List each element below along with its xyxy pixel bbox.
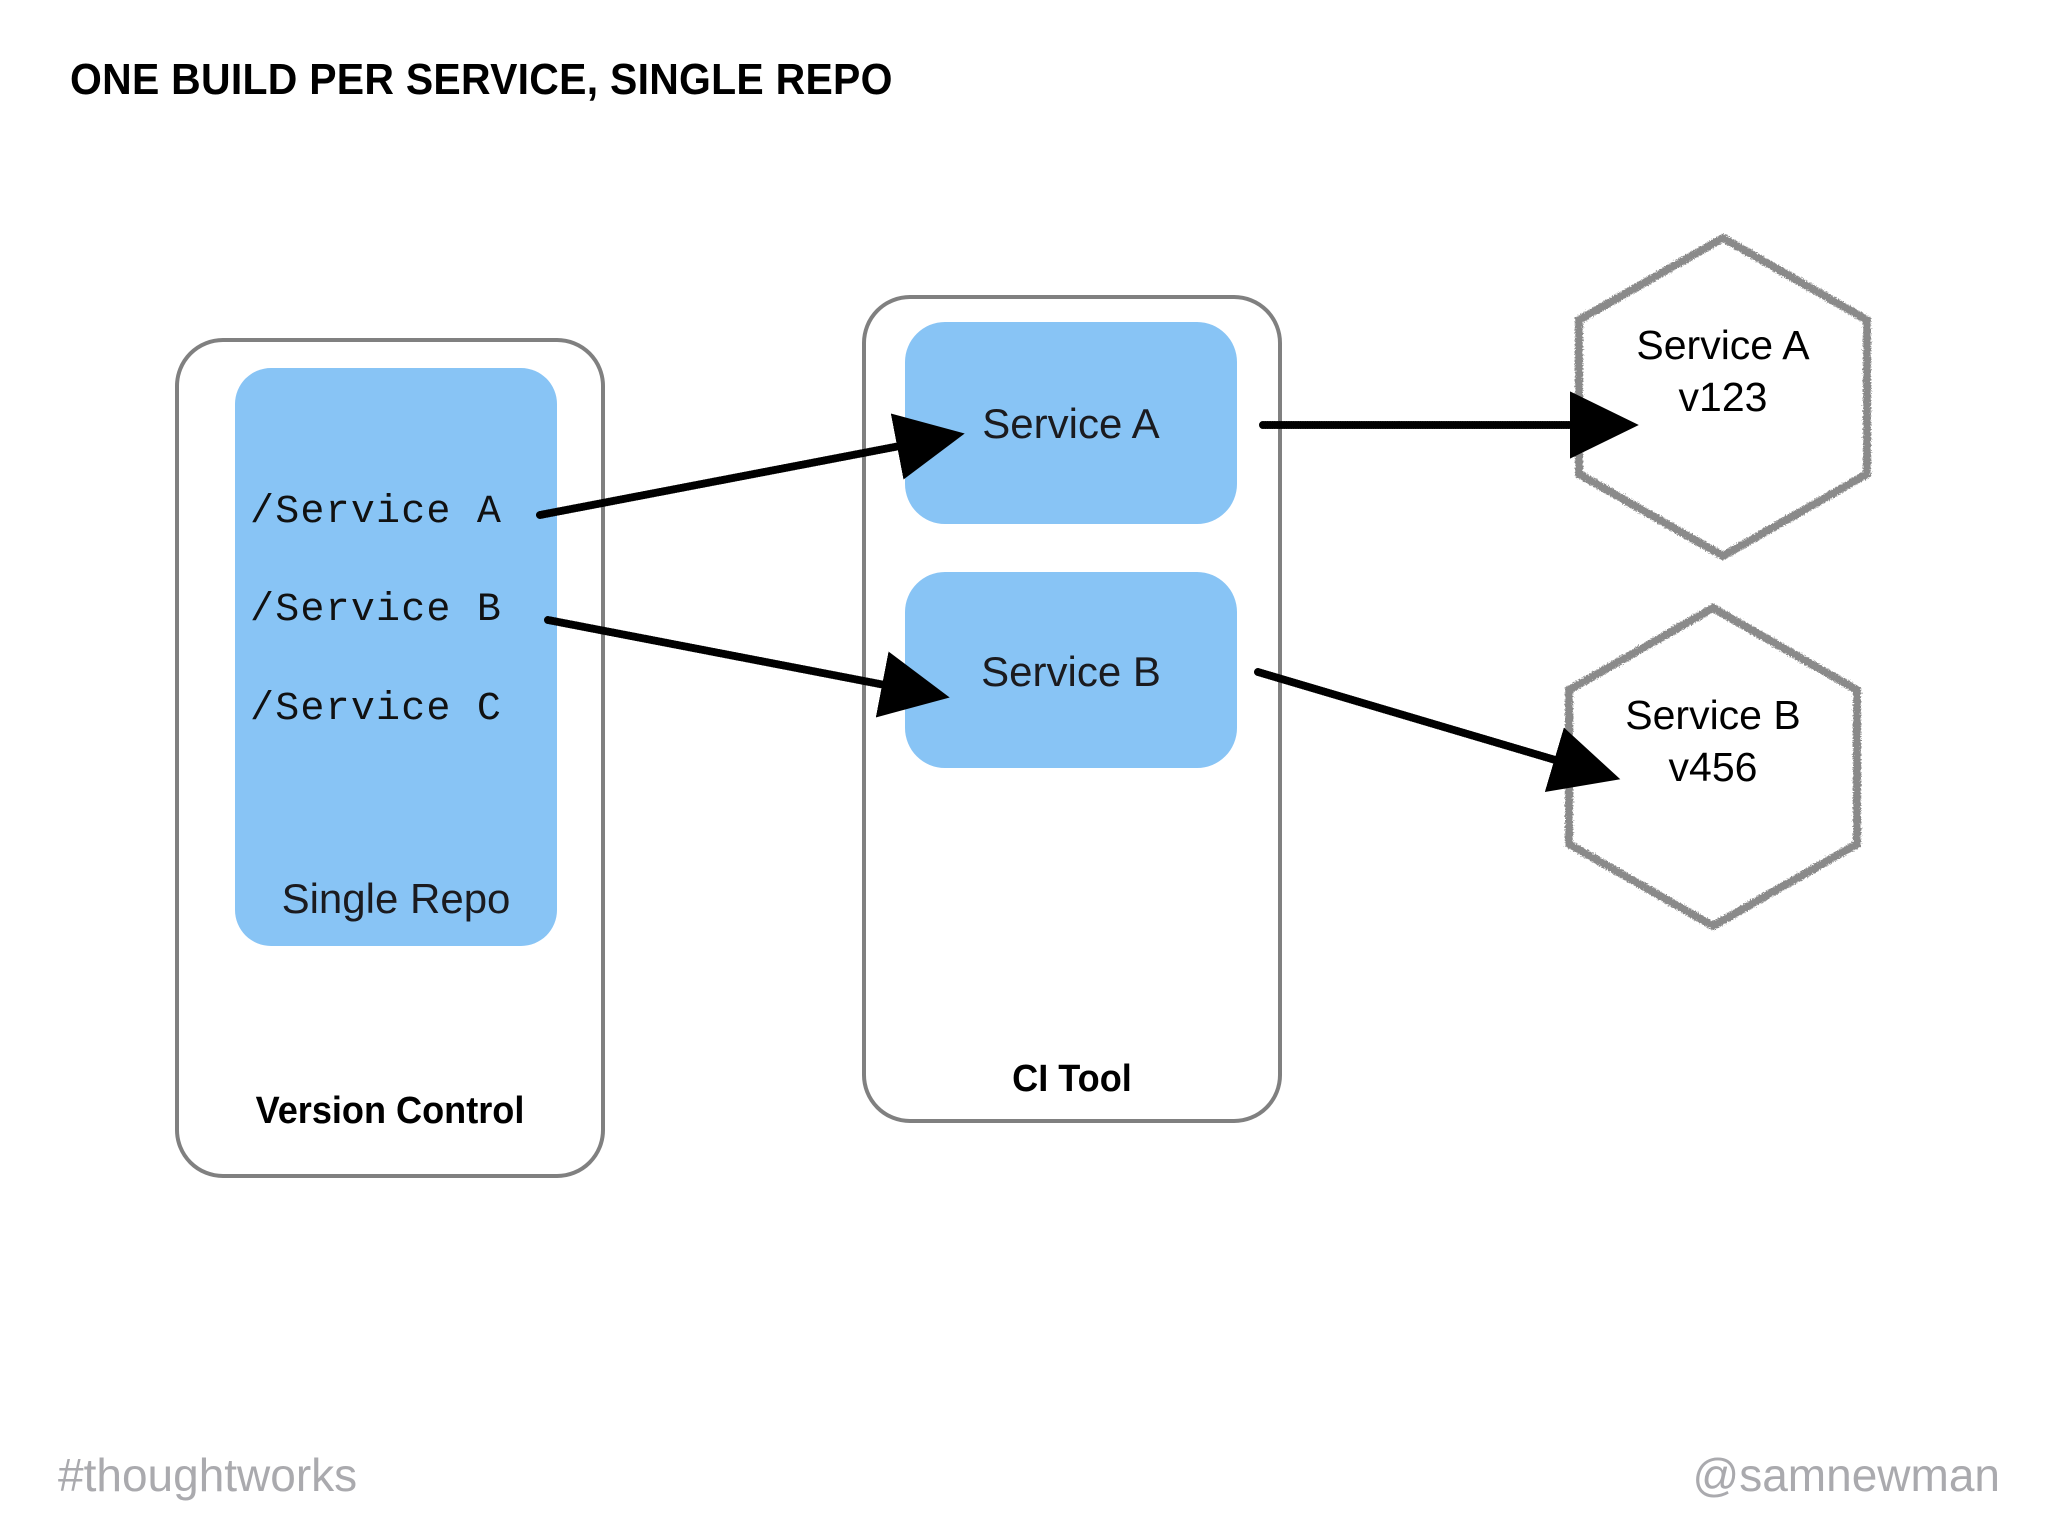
artifact-service-a-name: Service A [1636,322,1810,368]
artifact-service-b-text: Service B v456 [1558,690,1868,793]
artifact-hexagon-service-b: Service B v456 [1558,602,1868,932]
single-repo-caption: Single Repo [281,875,511,922]
connector-build-b-to-artifact-b [1254,668,1621,792]
artifact-service-a-text: Service A v123 [1568,320,1878,423]
hexagon-shape-icon [1565,603,1861,931]
artifact-service-a-version: v123 [1678,373,1768,420]
hexagon-shape-icon [1575,233,1871,561]
single-repo-box [235,368,557,946]
ci-build-service-b-label: Service B [981,648,1161,695]
artifact-service-b-version: v456 [1668,743,1758,790]
page-title: ONE BUILD PER SERVICE, SINGLE REPO [70,55,893,104]
repo-path-service-a: /Service A [250,490,503,535]
ci-build-service-b-box [905,572,1237,768]
footer-hashtag: #thoughtworks [58,1449,358,1501]
ci-tool-label: CI Tool [1012,1058,1132,1100]
repo-path-service-b: /Service B [250,588,503,633]
footer-handle: @samnewman [1692,1449,2000,1501]
repo-path-service-c: /Service C [250,687,503,732]
ci-build-service-a-label: Service A [982,400,1160,447]
artifact-service-b-name: Service B [1625,692,1801,738]
artifact-hexagon-service-a: Service A v123 [1568,232,1878,562]
version-control-label: Version Control [255,1090,525,1132]
